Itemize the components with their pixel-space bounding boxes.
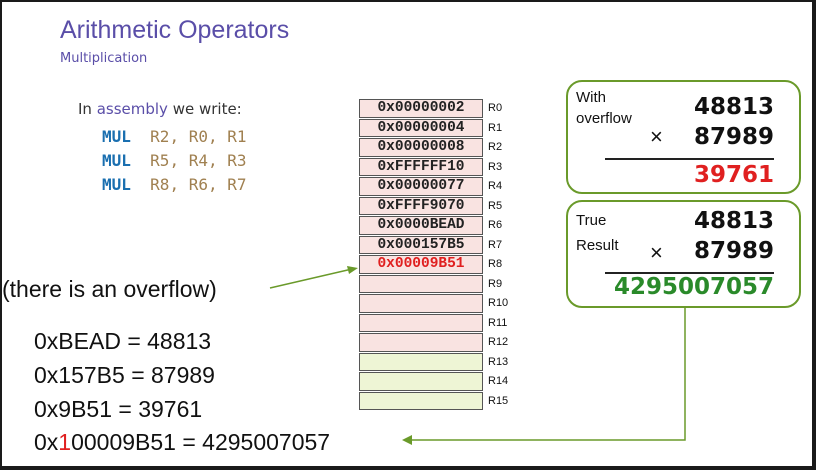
true-result-box: True Result 48813 × 87989 4295007057 — [566, 200, 801, 308]
register-value — [359, 313, 483, 332]
register-value — [359, 372, 483, 391]
register-value: 0x00000002 — [359, 99, 483, 118]
slide: Arithmetic Operators Multiplication In a… — [2, 2, 812, 466]
register-value: 0x00000077 — [359, 177, 483, 196]
register-label: R4 — [488, 180, 503, 192]
register-label: R2 — [488, 141, 503, 153]
register-value — [359, 333, 483, 352]
register-value: 0x00000008 — [359, 138, 483, 157]
true-result: 4295007057 — [613, 274, 774, 300]
box-label: With — [576, 89, 606, 106]
register-label: R1 — [488, 121, 503, 134]
code-args: R8, R6, R7 — [150, 175, 247, 194]
intro-pre: In — [78, 100, 97, 118]
register-label: R3 — [488, 160, 503, 173]
code-args: R2, R0, R1 — [150, 127, 247, 146]
arrow-head-icon — [347, 266, 358, 274]
code-op: MUL — [102, 175, 131, 194]
sum-rule — [605, 272, 774, 274]
register-label: R13 — [488, 355, 509, 368]
intro-highlight: assembly — [96, 100, 168, 118]
overflow-box: With overflow 48813 × 87989 39761 — [566, 80, 801, 194]
box-label: True — [576, 212, 607, 229]
register-value: 0x00009B51 — [359, 255, 483, 274]
box-label: Result — [576, 237, 619, 254]
overflow-note: (there is an overflow) — [2, 276, 217, 302]
full-conversion-line: 0x100009B51 = 4295007057 — [34, 429, 330, 456]
register-value — [359, 352, 483, 371]
overflow-result: 39761 — [693, 162, 774, 188]
register-value — [359, 274, 483, 293]
code-line: MUL R8, R6, R7 — [102, 175, 247, 194]
operand-a: 48813 — [693, 94, 774, 120]
arrow-head-icon — [402, 435, 412, 445]
times-sign: × — [650, 124, 663, 149]
overflow-arrow — [269, 268, 353, 289]
register-value: 0xFFFFFF10 — [359, 157, 483, 176]
register-value: 0x00000004 — [359, 118, 483, 137]
register-value: 0xFFFF9070 — [359, 196, 483, 215]
slide-subtitle: Multiplication — [60, 51, 148, 66]
operand-b: 87989 — [693, 238, 774, 264]
register-label: R0 — [488, 102, 503, 114]
carry-digit: 1 — [58, 429, 72, 455]
code-op: MUL — [102, 127, 131, 146]
arrows — [269, 266, 686, 445]
register-label: R9 — [488, 277, 503, 290]
register-label: R15 — [488, 394, 509, 407]
conversion-line: 0xBEAD = 48813 — [34, 328, 212, 354]
intro-text: In assembly we write: — [78, 100, 242, 118]
register-value: 0x0000BEAD — [359, 216, 483, 235]
box-label: overflow — [576, 110, 632, 127]
register-value: 0x000157B5 — [359, 235, 483, 254]
register-label: R8 — [488, 258, 503, 270]
register-label: R14 — [488, 375, 509, 387]
intro-post: we write: — [167, 100, 242, 118]
code-args: R5, R4, R3 — [150, 151, 247, 170]
register-label: R12 — [488, 336, 509, 348]
result-arrow — [408, 308, 686, 441]
operand-b: 87989 — [693, 124, 774, 150]
slide-title: Arithmetic Operators — [60, 16, 290, 44]
conversion-line: 0x157B5 = 87989 — [34, 362, 215, 388]
code-op: MUL — [102, 151, 131, 170]
register-label: R6 — [488, 219, 503, 231]
register-label: R11 — [488, 316, 508, 329]
register-label: R5 — [488, 199, 503, 212]
operand-a: 48813 — [693, 208, 774, 234]
code-line: MUL R2, R0, R1 — [102, 127, 247, 146]
register-value — [359, 294, 483, 313]
sum-rule — [605, 158, 774, 160]
register-label: R7 — [488, 238, 503, 251]
register-label: R10 — [488, 297, 509, 309]
times-sign: × — [650, 240, 663, 265]
conversion-line: 0x9B51 = 39761 — [34, 396, 203, 422]
code-line: MUL R5, R4, R3 — [102, 151, 247, 170]
rest: 00009B51 = 4295007057 — [71, 429, 331, 455]
register-value — [359, 391, 483, 410]
prefix: 0x — [34, 429, 59, 455]
